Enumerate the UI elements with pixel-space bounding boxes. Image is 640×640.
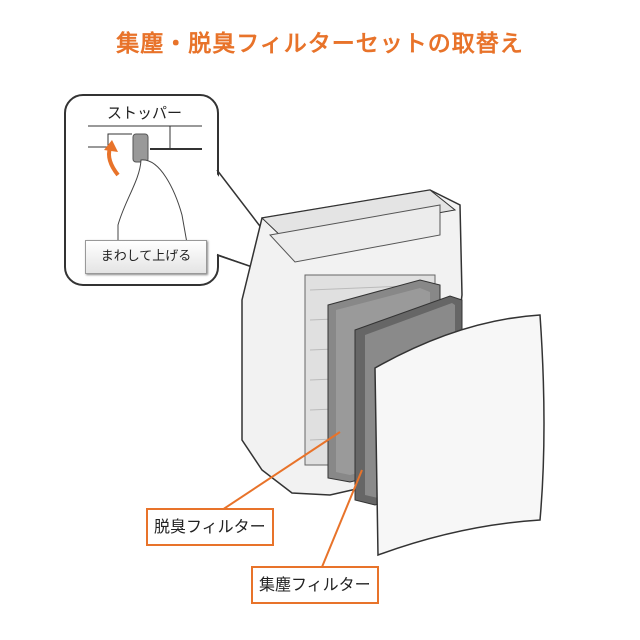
instruction-label: まわして上げる xyxy=(85,240,207,274)
dust-filter-label: 集塵フィルター xyxy=(251,566,379,604)
leader-line-dust xyxy=(321,469,363,568)
deodorizing-filter-label: 脱臭フィルター xyxy=(146,508,274,546)
stopper-label: ストッパー xyxy=(107,104,183,122)
leader-line-deodorizing xyxy=(221,431,341,511)
stopper-part xyxy=(132,133,149,163)
page-title: 集塵・脱臭フィルターセットの取替え xyxy=(116,30,524,57)
front-panel xyxy=(374,314,545,557)
